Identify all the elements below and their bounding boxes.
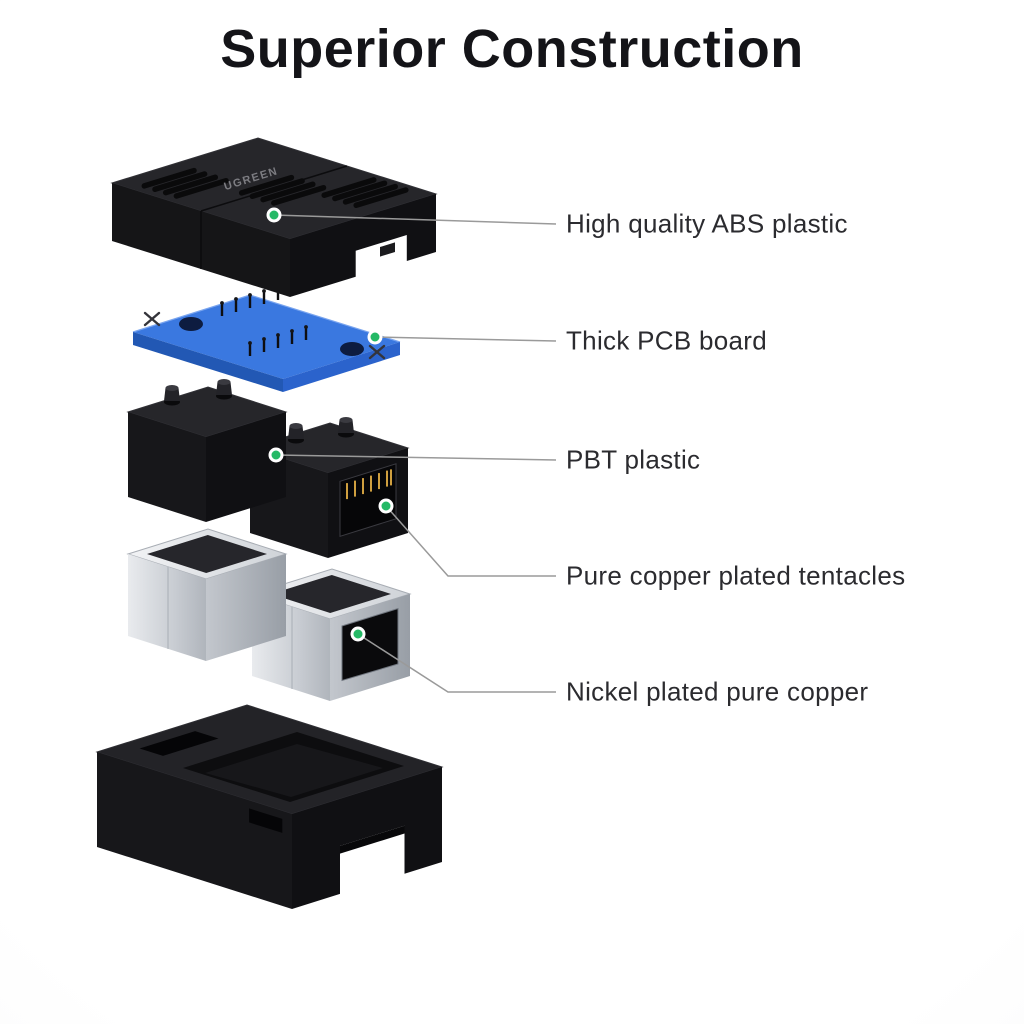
part-nickel-shields [126,528,412,701]
callout-dot-copper-tentacles [378,498,394,514]
callout-dot-nickel-copper [350,626,366,642]
snap-pin [288,417,354,444]
part-bottom-housing [95,704,444,909]
vent-slots [141,167,409,209]
callout-line-abs-plastic [273,214,557,225]
callout-label-pbt-plastic: PBT plastic [566,444,701,475]
callout-dot-pbt-plastic [268,447,284,463]
part-pbt-blocks [126,379,410,558]
nickel-shield-right [250,568,412,701]
pcb-mount-hole [340,342,364,356]
bottom-housing-top-hole [139,731,219,756]
callout-dot-abs-plastic [266,207,282,223]
snap-pin [164,379,232,406]
callout-line-pcb-board [374,336,557,342]
nickel-shield-left [126,528,288,661]
callout-dot-pcb-board [367,329,383,345]
part-pcb-board [132,285,401,392]
callout-label-pcb-board: Thick PCB board [566,325,768,356]
callout-label-abs-plastic: High quality ABS plastic [566,208,848,239]
callout-line-copper-tentacles [385,505,556,577]
pbt-block-left [126,379,288,522]
callout-leaders [273,214,557,693]
rj45-port-opening [341,607,399,682]
callout-line-pbt-plastic [275,454,557,461]
callout-dots [266,207,394,642]
pcb-mount-hole [179,317,203,331]
callout-label-copper-tentacles: Pure copper plated tentacles [566,560,906,591]
pcb-corner-clips [143,311,386,360]
copper-pin-contacts [346,469,392,500]
bottom-housing-front-face [292,767,442,909]
bottom-housing-side-slot [249,808,283,833]
callout-line-nickel-copper [357,633,556,693]
callout-label-nickel-copper: Nickel plated pure copper [566,676,869,707]
page-title: Superior Construction [220,19,804,79]
